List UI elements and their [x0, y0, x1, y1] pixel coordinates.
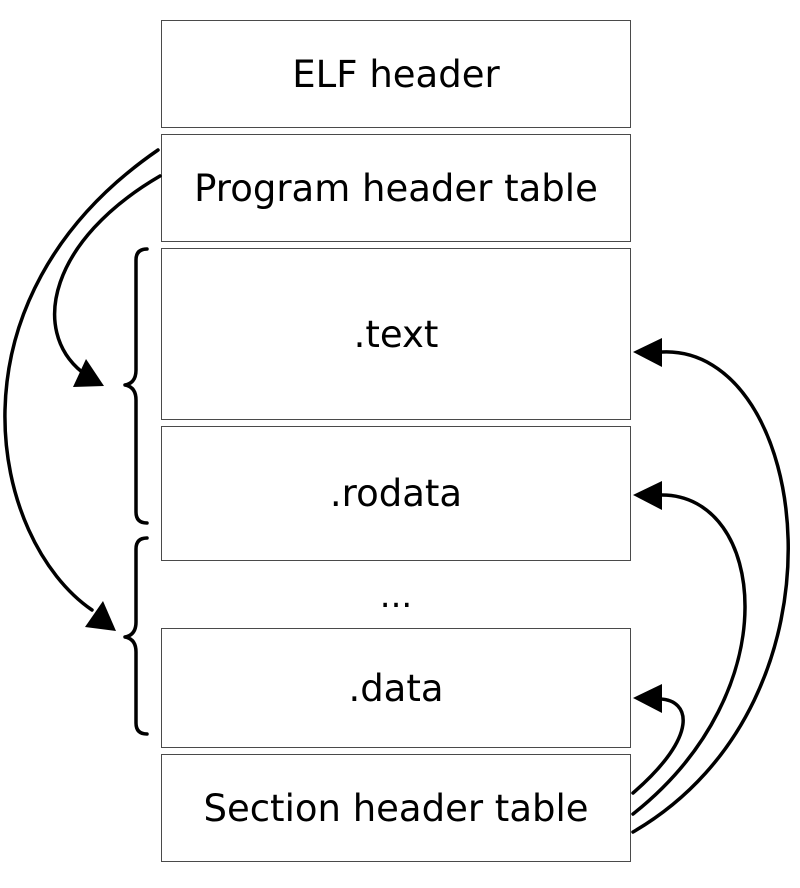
arrowhead-icon — [633, 684, 662, 713]
data-section-label: .data — [348, 666, 444, 710]
program-header-arrow-outer — [3, 148, 160, 612]
section-header-arrow-data — [631, 697, 685, 795]
ellipsis-label: ... — [379, 576, 413, 616]
segment-brace-upper — [123, 247, 149, 525]
ellipsis-gap: ... — [161, 570, 631, 622]
rodata-section-block: .rodata — [161, 426, 631, 561]
arrowhead-icon — [633, 338, 662, 367]
segment-brace-lower — [123, 536, 149, 736]
arrowhead-icon — [85, 601, 116, 631]
text-section-block: .text — [161, 248, 631, 420]
rodata-section-label: .rodata — [329, 472, 463, 515]
section-header-arrow-text — [631, 350, 790, 834]
section-header-arrow-rodata — [631, 493, 747, 816]
arrowhead-icon — [73, 359, 104, 387]
text-section-label: .text — [353, 312, 439, 356]
program-header-table-block: Program header table — [161, 134, 631, 242]
program-header-table-label: Program header table — [194, 166, 598, 210]
elf-header-label: ELF header — [292, 52, 500, 96]
elf-header-block: ELF header — [161, 20, 631, 128]
data-section-block: .data — [161, 628, 631, 748]
section-header-table-block: Section header table — [161, 754, 631, 862]
section-header-table-label: Section header table — [203, 786, 589, 830]
arrowhead-icon — [633, 481, 662, 510]
program-header-arrow-inner — [52, 174, 162, 374]
